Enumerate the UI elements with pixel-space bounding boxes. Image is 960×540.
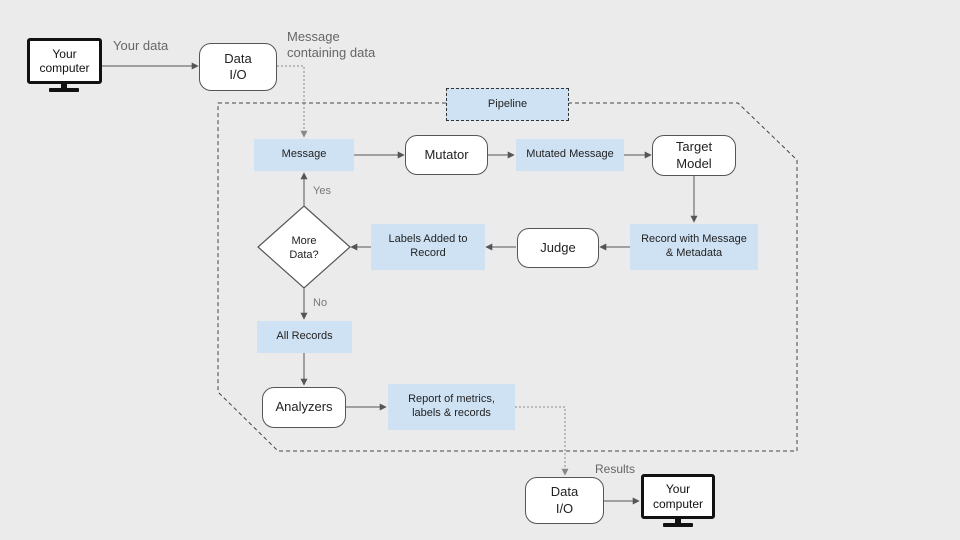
all-records-label: All Records (276, 330, 333, 343)
monitor-stand-bottom (675, 519, 681, 524)
monitor-base-bottom (663, 523, 693, 527)
analyzers-label: Analyzers (275, 399, 333, 415)
message-label: Message (281, 148, 327, 161)
data-io-top: Data I/O (199, 43, 277, 91)
decision-label: More Data? (289, 235, 319, 262)
record-with-message-box: Record with Message & Metadata (630, 224, 758, 270)
data-io-bottom: Data I/O (525, 477, 604, 524)
your-computer-top-monitor: Your computer (27, 38, 102, 84)
monitor-base-top (49, 88, 79, 92)
your-computer-bottom-monitor: Your computer (641, 474, 715, 519)
report-label: Report of metrics, labels & records (408, 393, 495, 419)
pipeline-boundary (217, 102, 798, 452)
mutated-message-label: Mutated Message (526, 148, 614, 161)
pipeline-title: Pipeline (446, 88, 569, 121)
arrow-report-to-dataio (515, 406, 569, 476)
data-io-top-label: Data I/O (224, 50, 252, 82)
no-label: No (313, 297, 328, 309)
results-label: Results (595, 462, 636, 476)
arrow-dataio-to-message (277, 65, 308, 138)
mutator-box: Mutator (405, 135, 488, 175)
yes-label: Yes (313, 185, 331, 197)
monitor-stand-top (61, 84, 67, 89)
target-model-box: Target Model (652, 135, 736, 176)
your-data-label: Your data (113, 38, 169, 53)
your-computer-bottom-label: Your computer (652, 482, 704, 511)
message-containing-data-label: Message containing data (287, 29, 376, 60)
report-box: Report of metrics, labels & records (388, 384, 515, 430)
record-with-message-label: Record with Message & Metadata (641, 233, 747, 259)
your-computer-top-label: Your computer (39, 46, 90, 75)
data-io-bottom-label: Data I/O (550, 484, 579, 516)
labels-added-label: Labels Added to Record (388, 233, 468, 259)
judge-box: Judge (517, 228, 599, 268)
all-records-box: All Records (257, 321, 352, 353)
pipeline-title-label: Pipeline (487, 97, 528, 110)
judge-label: Judge (540, 239, 576, 255)
analyzers-box: Analyzers (262, 387, 346, 428)
mutated-message-box: Mutated Message (516, 139, 624, 171)
labels-added-box: Labels Added to Record (371, 224, 485, 270)
target-model-label: Target Model (675, 139, 713, 171)
mutator-label: Mutator (424, 146, 469, 162)
message-box: Message (254, 139, 354, 171)
